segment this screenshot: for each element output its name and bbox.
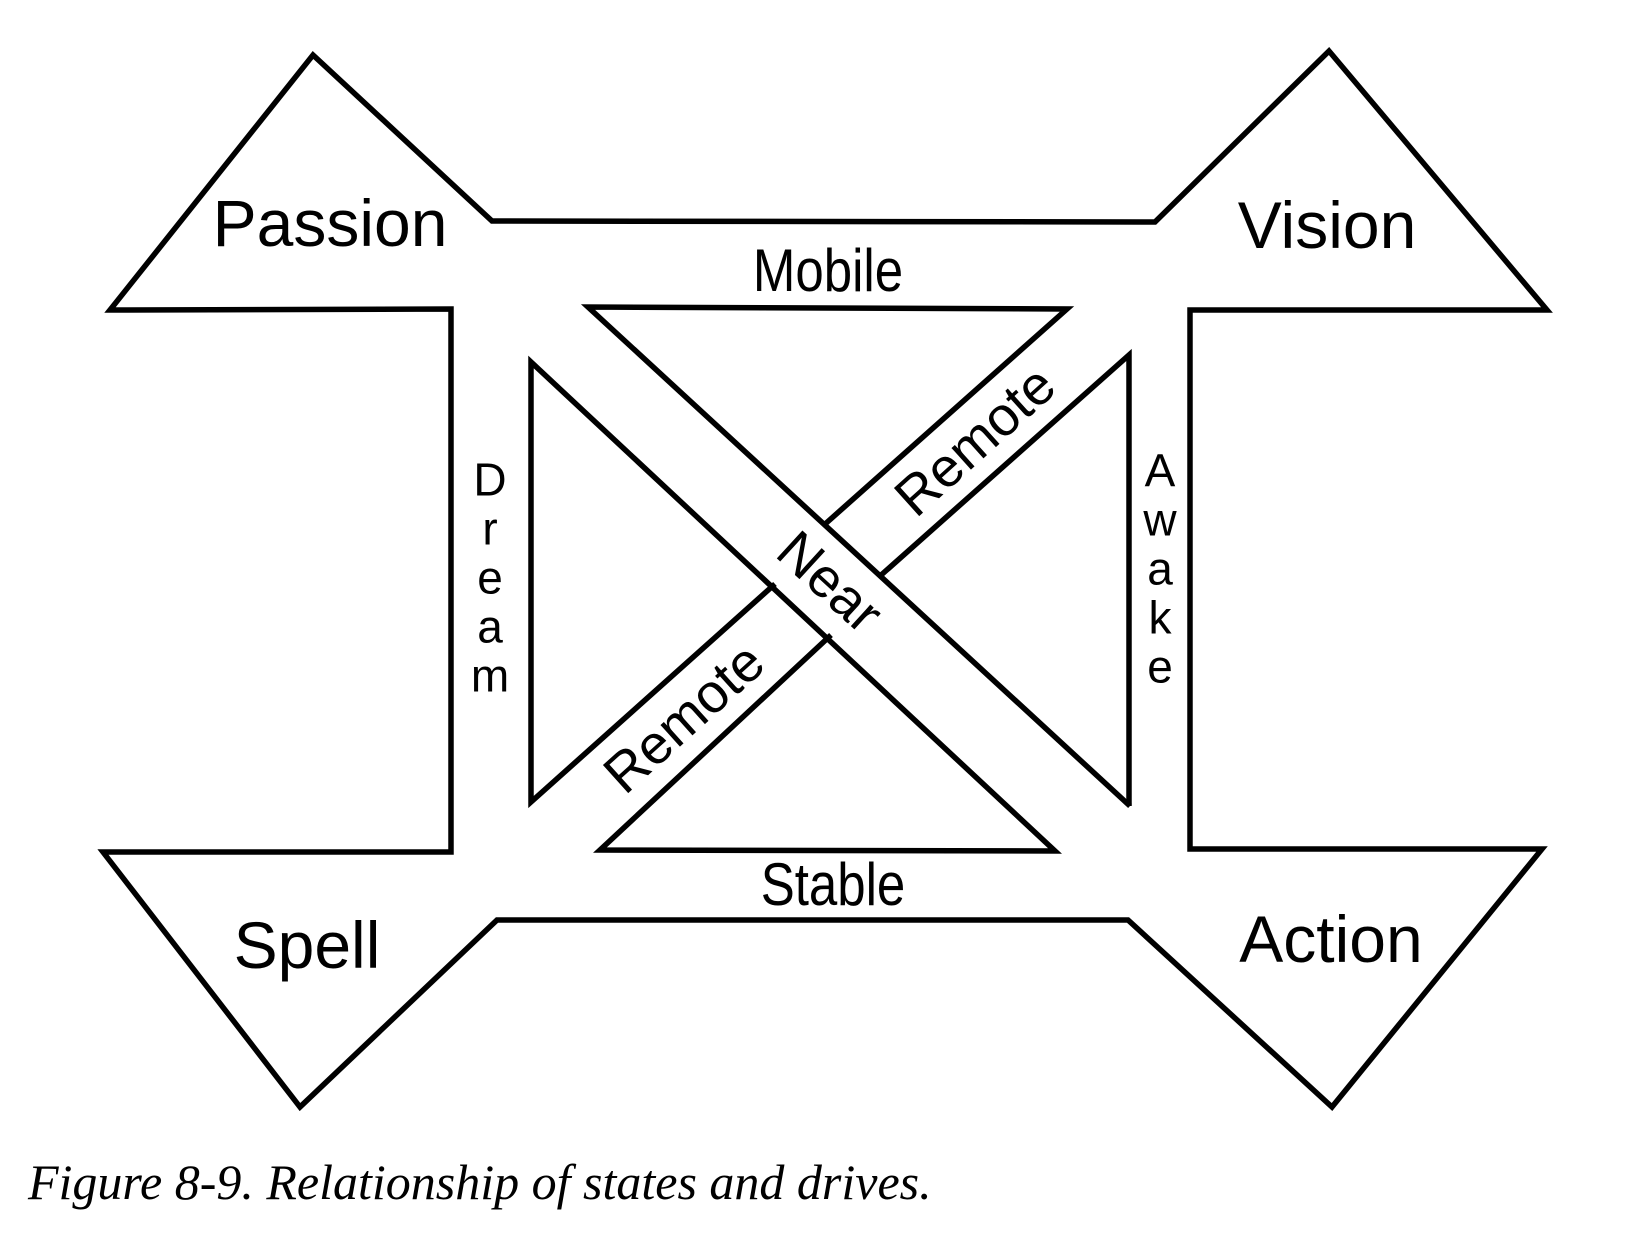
awake-band-label: Awake [1134, 444, 1186, 690]
action-arrow-label: Action [1239, 902, 1423, 976]
figure-caption: Figure 8-9. Relationship of states and d… [28, 1154, 932, 1210]
spell-arrow-label: Spell [233, 908, 381, 982]
dream-band-label: Dream [464, 453, 516, 699]
stable-band-label: Stable [760, 851, 906, 918]
outer-frame-outline [97, 46, 1553, 1112]
vision-arrow-label: Vision [1237, 188, 1417, 262]
near-band-lower-edge [528, 355, 1062, 854]
right-inner-edge [878, 348, 1132, 806]
passion-arrow-label: Passion [212, 186, 448, 260]
near-band-upper-edge [580, 304, 1132, 809]
mobile-band-label: Mobile [752, 237, 904, 304]
